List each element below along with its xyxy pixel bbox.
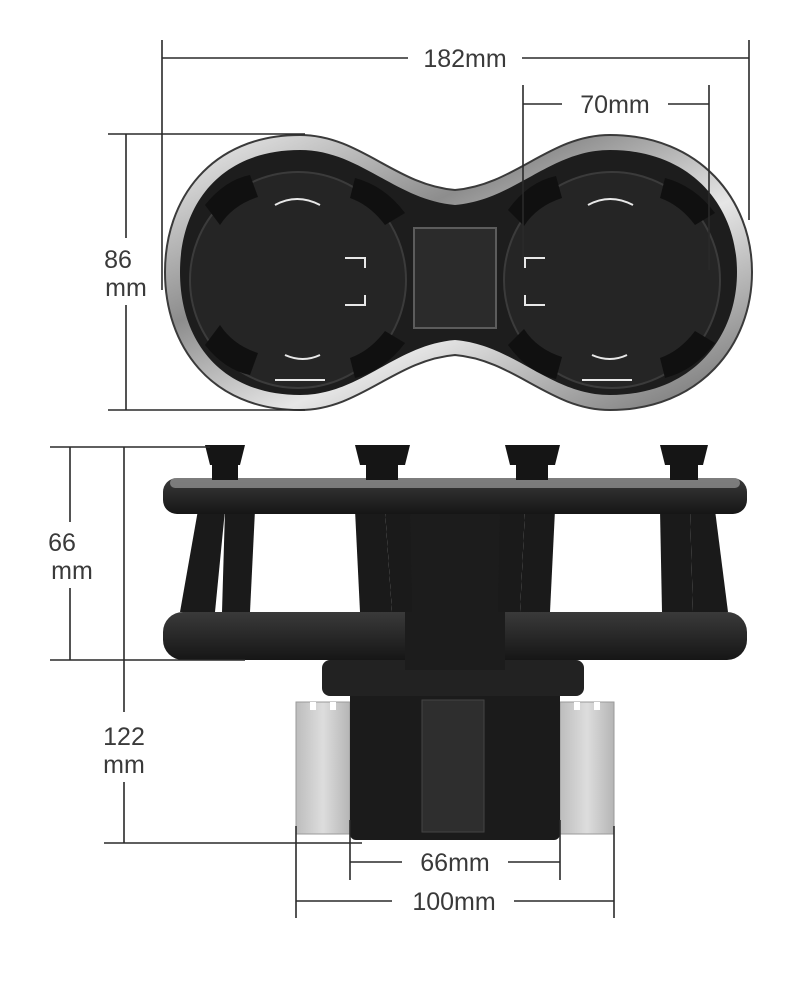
left-gripper-pad — [205, 175, 258, 225]
left-gripper-pad — [350, 178, 405, 225]
dim-holder-height-unit: mm — [51, 557, 93, 585]
center-bridge — [413, 227, 497, 329]
dim-overall-width: 182mm — [423, 45, 506, 73]
dim-total-height-unit: mm — [103, 751, 145, 779]
right-gripper-pad — [660, 178, 715, 225]
insert-notches — [310, 702, 600, 710]
side-view — [163, 445, 747, 840]
central-column — [405, 485, 505, 670]
dim-base-diameter: 66mm — [420, 849, 489, 877]
base-cylinder-window — [421, 699, 485, 833]
left-gripper-pad — [350, 331, 405, 378]
base-collar — [322, 660, 584, 696]
dim-total-height-value: 122 — [103, 723, 145, 751]
dim-top-height-unit: mm — [105, 274, 147, 302]
left-cup-floor — [189, 171, 407, 389]
right-cup-floor — [503, 171, 721, 389]
dim-base-max-width: 100mm — [412, 888, 495, 916]
base-insert-left — [295, 701, 351, 835]
right-cup-markings — [524, 198, 634, 381]
gripper-tops — [205, 445, 708, 480]
right-gripper-pad — [508, 176, 562, 226]
dim-top-height-value: 86 — [104, 246, 132, 274]
dim-holder-height-value: 66 — [48, 529, 76, 557]
right-gripper-pad — [508, 329, 562, 379]
left-cup-markings — [274, 198, 366, 381]
dimension-lines — [50, 40, 750, 918]
top-view — [163, 133, 754, 412]
support-legs — [180, 510, 728, 612]
dim-cup-diameter: 70mm — [580, 91, 649, 119]
upper-tray-trim — [170, 478, 740, 488]
right-gripper-pad — [660, 331, 715, 378]
base-insert-right — [559, 701, 615, 835]
left-gripper-pad — [205, 325, 258, 375]
